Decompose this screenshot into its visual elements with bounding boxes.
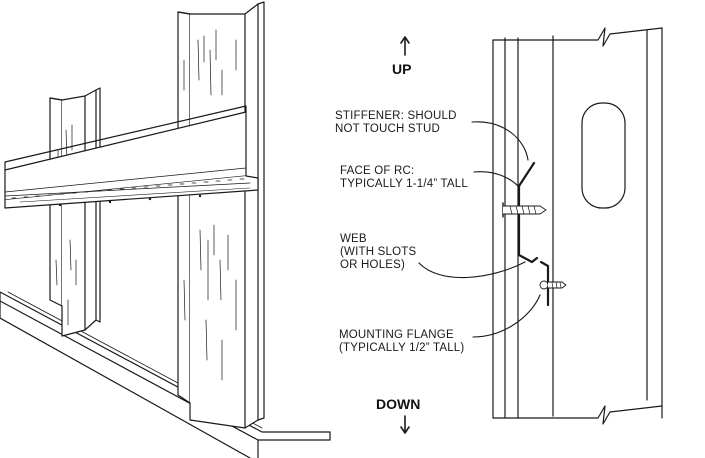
screw-icon [502,202,547,218]
up-arrow-icon [400,36,410,56]
leader-flange [472,294,541,338]
leader-face [473,171,519,187]
screw-flange-icon [539,280,567,290]
stud-right [177,1,265,429]
leader-lines [418,121,541,338]
label-face-line-1: FACE OF RC: [340,165,415,177]
leader-web [418,261,526,279]
label-face-of-rc: FACE OF RC: TYPICALLY 1-1/4” TALL [340,165,468,191]
label-web-line-3: OR HOLES) [340,259,406,271]
resilient-channel-perspective [4,105,259,209]
floor-track [0,291,331,458]
label-face-line-2: TYPICALLY 1-1/4” TALL [340,178,468,190]
direction-up-label: UP [392,61,412,77]
leader-stiffener [471,121,529,161]
label-stiffener-line-1: STIFFENER: SHOULD [335,110,457,122]
label-stiffener-line-2: NOT TOUCH STUD [335,123,441,135]
channel-screws [58,194,202,207]
channel-slots [11,178,245,199]
label-flange-line-2: (TYPICALLY 1/2” TALL) [339,342,465,354]
direction-down-label: DOWN [376,396,421,412]
label-flange-line-1: MOUNTING FLANGE [339,329,454,341]
section-detail [400,27,663,434]
label-stiffener: STIFFENER: SHOULD NOT TOUCH STUD [335,110,457,136]
down-arrow-icon [400,415,410,434]
stud-left [49,87,101,337]
stud-hole [581,102,626,209]
label-web: WEB (WITH SLOTS OR HOLES) [340,233,416,272]
label-web-line-1: WEB [340,233,367,245]
label-web-line-2: (WITH SLOTS [340,246,417,258]
label-mounting-flange: MOUNTING FLANGE (TYPICALLY 1/2” TALL) [339,329,464,355]
channel-profile [517,161,550,307]
stud-section [492,27,663,425]
perspective-illustration [0,1,331,458]
